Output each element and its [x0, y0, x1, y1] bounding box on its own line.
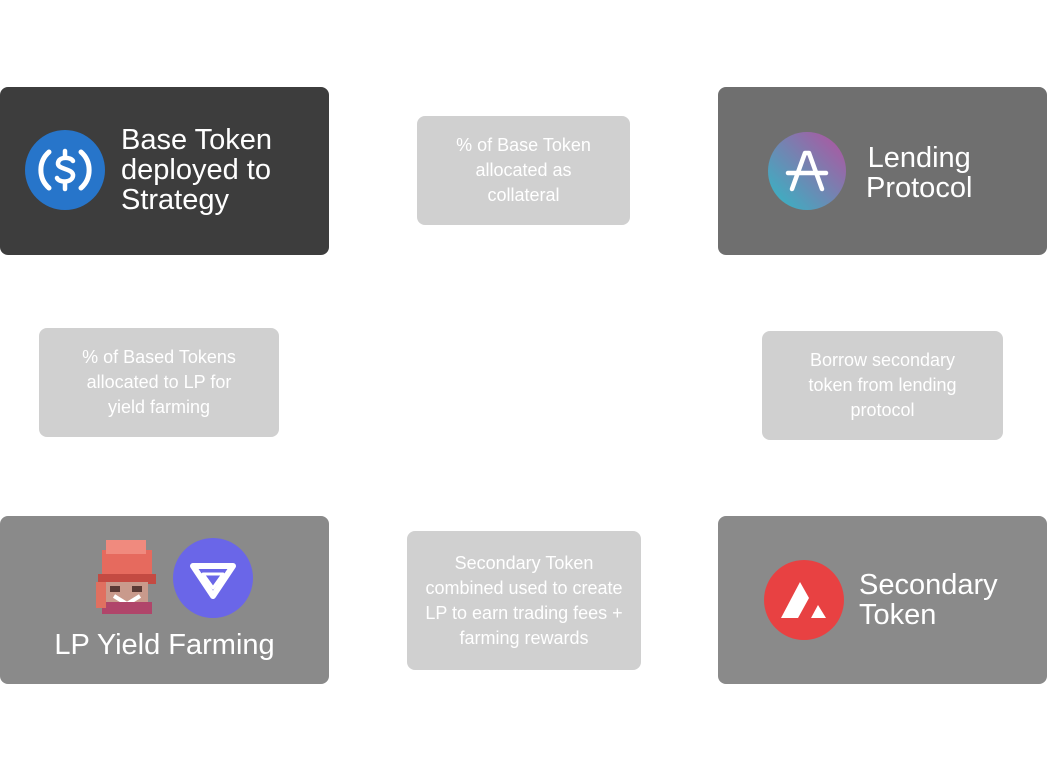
- edge-label-secondary-to-lp: Secondary Token combined used to create …: [407, 531, 641, 670]
- base-token-node: Base Token deployed to Strategy: [0, 87, 329, 255]
- base-token-title: Base Token deployed to Strategy: [121, 124, 273, 216]
- lending-protocol-title: Lending Protocol: [866, 142, 973, 204]
- secondary-token-node: Secondary Token: [718, 516, 1047, 684]
- edge-label-base-to-lending: % of Base Token allocated as collateral: [417, 116, 630, 225]
- usdc-icon: [25, 130, 105, 210]
- traderjoe-icon: [96, 540, 156, 614]
- secondary-token-title: Secondary Token: [859, 569, 998, 631]
- edge-label-base-to-lp: % of Based Tokens allocated to LP for yi…: [39, 328, 279, 437]
- lp-yield-farming-title: LP Yield Farming: [54, 629, 275, 661]
- lending-protocol-node: Lending Protocol: [718, 87, 1047, 255]
- edge-label-lending-to-secondary: Borrow secondary token from lending prot…: [762, 331, 1003, 440]
- lp-yield-farming-node: LP Yield Farming: [0, 516, 329, 684]
- avalanche-icon: [764, 560, 844, 640]
- aave-icon: [768, 132, 846, 210]
- vector-icon: [173, 538, 253, 618]
